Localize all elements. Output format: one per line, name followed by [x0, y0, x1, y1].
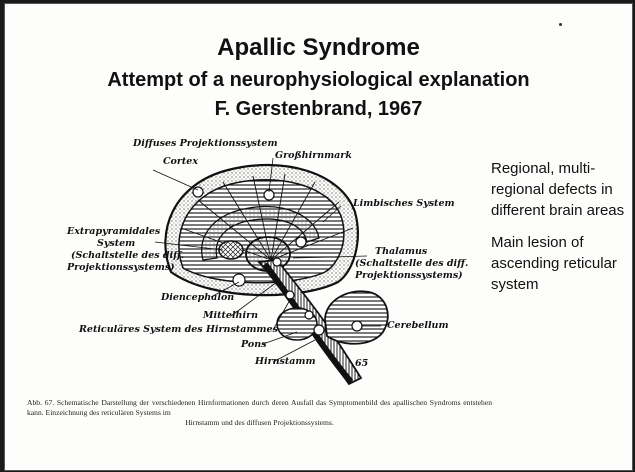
- label-figure-number: 65: [355, 358, 369, 369]
- label-thalamus: Thalamus: [375, 246, 428, 257]
- label-grosshirnmark: Großhirnmark: [275, 150, 352, 161]
- slide-title: Apallic Syndrome: [5, 34, 632, 62]
- label-diencephalon: Diencephalon: [160, 292, 234, 303]
- notes: Regional, multi-regional defects in diff…: [491, 158, 631, 306]
- label-limbisches-system: Limbisches System: [352, 198, 455, 209]
- slide-subtitle: Attempt of a neurophysiological explanat…: [5, 69, 632, 92]
- cerebellum: [325, 291, 388, 344]
- slide: Apallic Syndrome Attempt of a neurophysi…: [4, 3, 633, 471]
- label-cerebellum: Cerebellum: [387, 320, 449, 331]
- caption-line-2: Hirnstamm und des diffusen Projektionssy…: [27, 418, 492, 428]
- label-thalamus-2: (Schaltstelle des diff.: [355, 258, 468, 269]
- label-thalamus-3: Projektionssystems): [354, 270, 463, 281]
- label-cortex: Cortex: [163, 156, 198, 167]
- slide-author: F. Gerstenbrand, 1967: [5, 98, 632, 121]
- label-extrapyramidales-3: (Schaltstelle des diff.: [71, 250, 184, 261]
- label-diffuses-projektionssystem: Diffuses Projektionssystem: [132, 138, 278, 149]
- label-reticulares-system: Reticuläres System des Hirnstammes: [78, 324, 278, 335]
- label-extrapyramidales-2: System: [97, 238, 135, 249]
- label-extrapyramidales-1: Extrapyramidales: [66, 226, 161, 237]
- caption-line-1: Abb. 67. Schematische Darstellung der ve…: [27, 398, 492, 418]
- note-main-lesion: Main lesion of ascending reticular syste…: [491, 232, 631, 295]
- label-mittelhirn: Mittelhirn: [202, 310, 258, 321]
- brain-diagram: Diffuses Projektionssystem Cortex Großhi…: [63, 132, 493, 388]
- label-pons: Pons: [240, 339, 267, 350]
- note-regional-defects: Regional, multi-regional defects in diff…: [491, 158, 631, 221]
- pointer-dot: [559, 23, 562, 26]
- label-extrapyramidales-4: Projektionssystems): [66, 262, 175, 273]
- label-hirnstamm: Hirnstamm: [254, 356, 316, 367]
- figure-caption: Abb. 67. Schematische Darstellung der ve…: [27, 398, 492, 428]
